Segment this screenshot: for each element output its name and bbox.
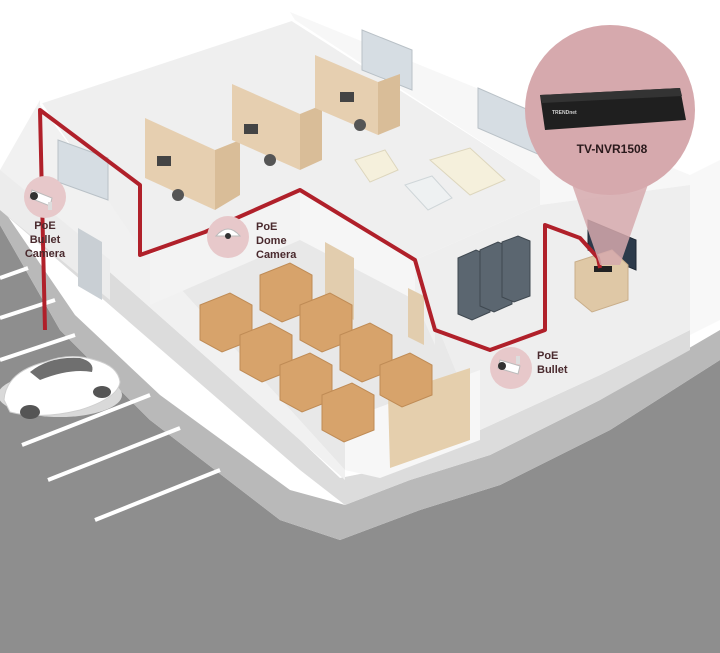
camera-label-bullet-left-line3: Camera	[25, 248, 66, 260]
server-racks	[457, 235, 531, 321]
nvr-brand-text: TRENDnet	[552, 110, 577, 116]
camera-label-bullet-left-line1: PoE	[34, 220, 55, 232]
camera-label-dome-line1: PoE	[256, 221, 277, 233]
lounge-furniture	[354, 147, 506, 211]
nvr-model-label: TV-NVR1508	[577, 142, 648, 156]
camera-label-bullet-right-line2: Bullet	[537, 364, 568, 376]
parking-lot	[0, 205, 720, 653]
camera-label-dome-line3: Camera	[256, 249, 297, 261]
dome-camera-icon	[214, 228, 242, 239]
bullet-camera-icon	[497, 356, 521, 375]
car	[0, 356, 122, 419]
parking-lines	[0, 266, 221, 522]
bullet-camera-icon	[29, 189, 53, 210]
camera-label-dome-line2: Dome	[256, 235, 287, 247]
nvr-callout: TRENDnet TV-NVR1508	[525, 25, 695, 195]
storage-boxes	[199, 262, 433, 443]
poe-cable	[38, 108, 602, 352]
camera-badge-dome	[207, 216, 249, 258]
camera-label-bullet-right-line1: PoE	[537, 350, 558, 362]
camera-badge-bullet-left	[24, 176, 66, 218]
camera-badge-bullet-right	[490, 347, 532, 389]
cubicles	[145, 55, 400, 210]
camera-label-bullet-left-line2: Bullet	[30, 234, 61, 246]
